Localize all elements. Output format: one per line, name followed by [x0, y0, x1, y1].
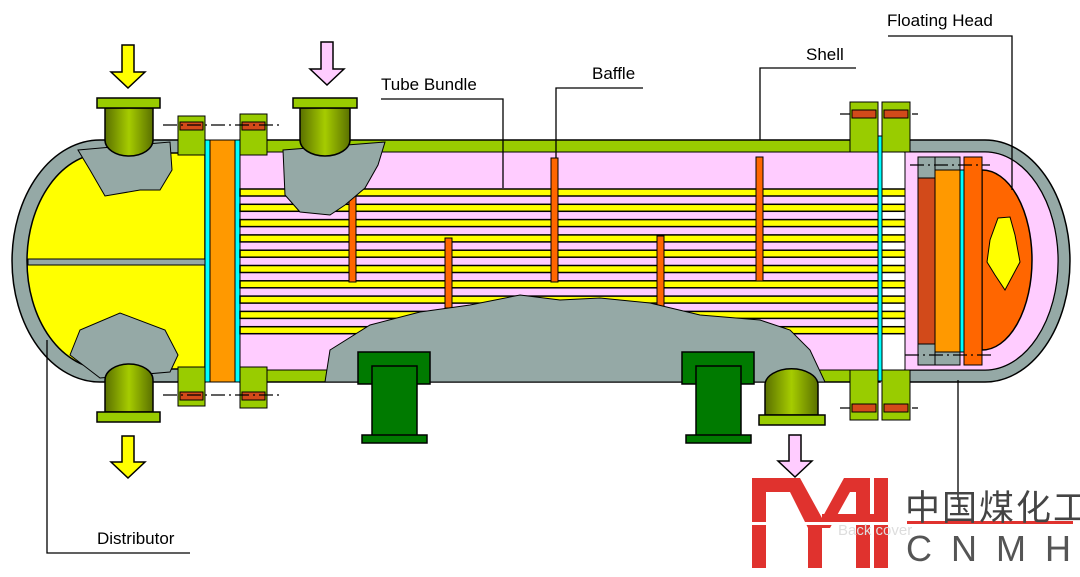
shell-outlet-nozzle — [764, 367, 819, 416]
pass-partition — [27, 258, 209, 266]
gasket-shell-cover — [877, 135, 883, 382]
gasket-right — [234, 139, 241, 383]
label-baffle: Baffle — [592, 64, 636, 83]
baffle — [550, 157, 559, 283]
shell-cutaway-top — [282, 141, 386, 216]
floating-head-leader — [888, 35, 1013, 190]
baffle — [444, 237, 453, 309]
tube — [239, 280, 919, 289]
floating-head-opening — [986, 216, 1021, 291]
floating-tubesheet-ring — [917, 177, 936, 345]
floating-split-ring — [934, 156, 961, 171]
logo-watermark: Back cover — [838, 522, 913, 539]
baffles — [348, 156, 764, 311]
shell-cover-flanges — [849, 101, 911, 421]
tube-inlet-arrow-icon — [109, 44, 147, 90]
floating-bolt-centerlines — [905, 164, 995, 356]
shell-inlet-nozzle — [299, 107, 351, 157]
distributor-leader — [46, 340, 190, 554]
baffle — [656, 235, 665, 311]
flow-arrows — [109, 41, 814, 480]
gasket-left — [204, 139, 211, 383]
tube — [239, 264, 919, 274]
tube-outlet-arrow-icon — [109, 435, 147, 480]
tube — [239, 249, 919, 258]
nozzles — [96, 97, 826, 426]
leader-lines — [46, 35, 1013, 554]
label-shell: Shell — [806, 45, 844, 64]
tube — [239, 218, 919, 228]
label-distributor: Distributor — [97, 529, 175, 548]
shell-inlet-arrow-icon — [308, 41, 346, 87]
cnmhg-logo-mark — [752, 478, 888, 568]
floating-tubesheet — [934, 169, 961, 353]
gasket-floating — [959, 169, 965, 353]
shell-outlet-arrow-icon — [776, 434, 814, 479]
logo-divider — [907, 521, 1073, 524]
channel-cutaway-top — [77, 141, 173, 197]
tube — [239, 234, 919, 243]
logo-english-name: CNMHG — [906, 528, 1080, 569]
label-floating-head: Floating Head — [887, 11, 993, 30]
fixed-tubesheet — [209, 139, 236, 383]
shell-leader — [759, 67, 856, 140]
floating-split-ring — [934, 351, 961, 366]
baffle — [755, 156, 764, 282]
baffle-leader — [555, 87, 643, 158]
channel-flanges — [177, 113, 268, 409]
floating-head-flange — [963, 156, 983, 366]
label-tube-bundle: Tube Bundle — [381, 75, 477, 94]
tube-outlet-nozzle — [104, 363, 154, 413]
baffle — [348, 195, 357, 283]
logo-chinese-name: 中国煤化工 — [905, 489, 1080, 529]
saddles — [357, 351, 755, 444]
tube-inlet-nozzle — [104, 107, 154, 157]
tube-bundle-leader — [381, 98, 504, 188]
